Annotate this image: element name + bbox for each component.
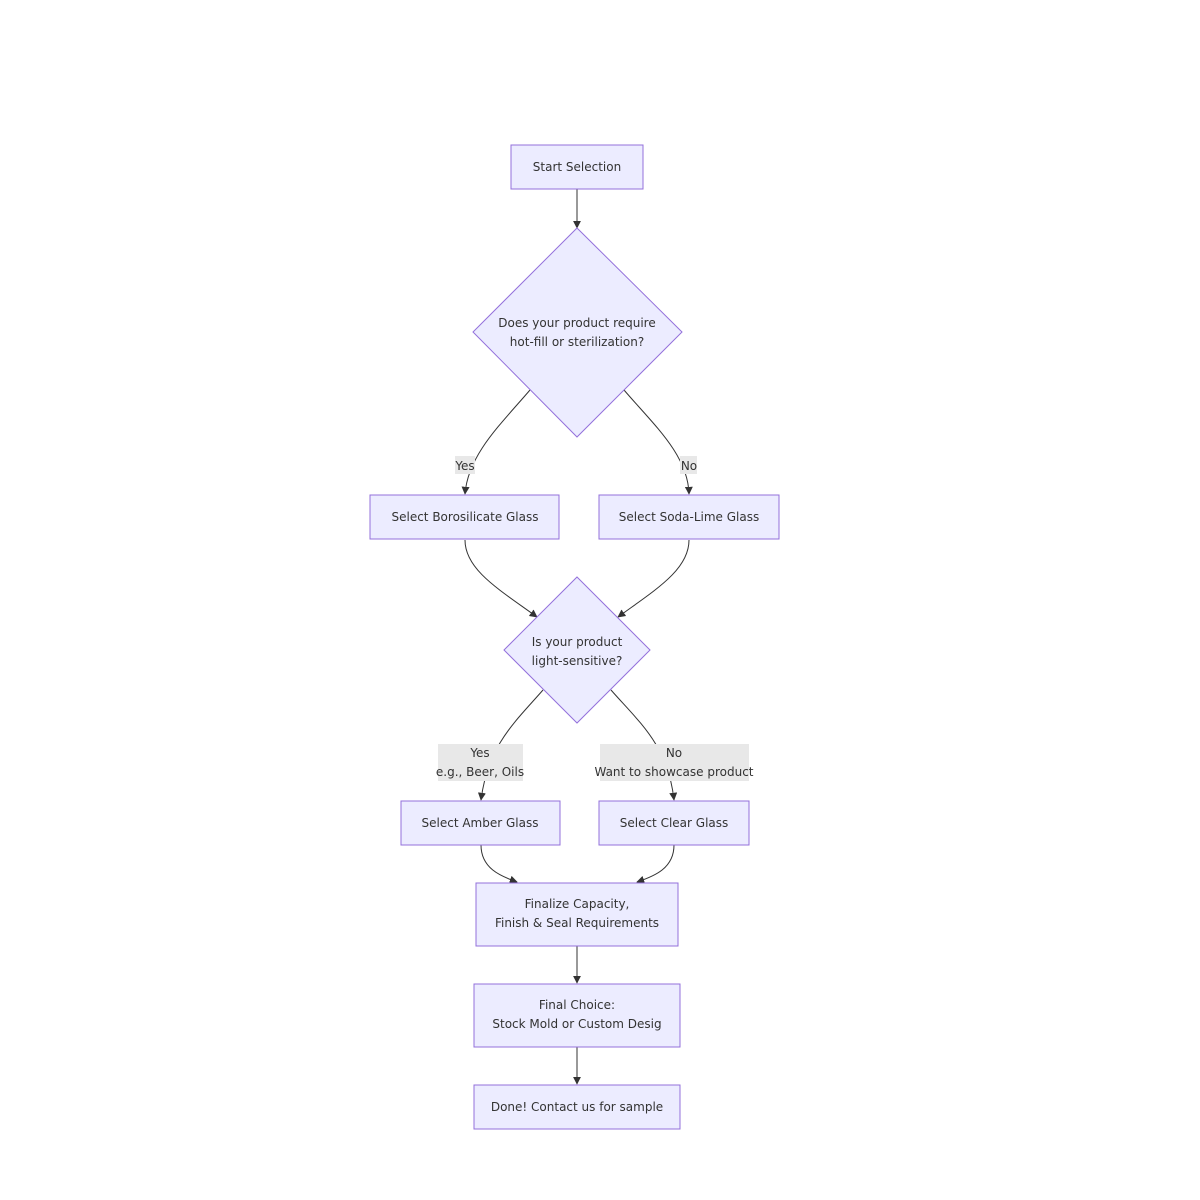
edge-label-text: e.g., Beer, Oils <box>436 765 524 779</box>
node-decision-hotfill: Does your product require hot-fill or st… <box>472 227 683 438</box>
node-label: Finalize Capacity, <box>525 897 630 911</box>
node-label: Done! Contact us for sample <box>491 1100 663 1114</box>
node-borosilicate-glass: Select Borosilicate Glass <box>369 494 560 540</box>
edge-label-text: No <box>666 746 682 760</box>
node-amber-glass: Select Amber Glass <box>400 800 561 846</box>
node-label: Select Amber Glass <box>422 816 539 830</box>
edge-label-text: No <box>681 459 697 473</box>
nodes: Start Selection Does your product requir… <box>369 144 780 1130</box>
edge-amber-to-finalize <box>480 844 518 884</box>
edge-hotfill-to-soda-lime <box>623 389 693 495</box>
edges <box>461 189 693 1085</box>
node-clear-glass: Select Clear Glass <box>598 800 750 846</box>
node-finalize-requirements: Finalize Capacity, Finish & Seal Require… <box>475 882 679 947</box>
node-label: Start Selection <box>533 160 621 174</box>
edge-label-hotfill-no: No <box>680 456 697 474</box>
node-start-selection: Start Selection <box>510 144 644 190</box>
node-label: Select Clear Glass <box>620 816 729 830</box>
node-soda-lime-glass: Select Soda-Lime Glass <box>598 494 780 540</box>
node-final-choice: Final Choice: Stock Mold or Custom Desig <box>473 983 681 1048</box>
node-decision-light: Is your product light-sensitive? <box>503 576 651 724</box>
edge-label-text: Yes <box>454 459 474 473</box>
edge-light-to-clear <box>610 689 678 801</box>
node-label: hot-fill or sterilization? <box>510 335 644 349</box>
edge-soda-lime-to-light <box>617 539 690 618</box>
edge-label-light-yes: Yes e.g., Beer, Oils <box>436 744 524 781</box>
edge-label-light-no: No Want to showcase product <box>594 744 754 781</box>
node-label: Is your product <box>532 635 623 649</box>
node-done: Done! Contact us for sample <box>473 1084 681 1130</box>
node-label: Does your product require <box>498 316 655 330</box>
node-label: Final Choice: <box>539 998 615 1012</box>
edge-labels: Yes No Yes e.g., Beer, Oils No Want to s… <box>436 456 754 781</box>
edge-borosilicate-to-light <box>464 539 538 618</box>
edge-hotfill-to-borosilicate <box>461 389 531 495</box>
edge-light-to-amber <box>477 689 544 801</box>
node-label: light-sensitive? <box>532 654 623 668</box>
edge-clear-to-finalize <box>636 844 675 884</box>
node-label: Select Borosilicate Glass <box>391 510 538 524</box>
node-label: Finish & Seal Requirements <box>495 916 659 930</box>
node-label: Stock Mold or Custom Desig <box>492 1017 661 1031</box>
node-label: Select Soda-Lime Glass <box>619 510 760 524</box>
edge-label-hotfill-yes: Yes <box>454 456 475 474</box>
edge-label-text: Want to showcase product <box>594 765 753 779</box>
edge-label-text: Yes <box>469 746 489 760</box>
